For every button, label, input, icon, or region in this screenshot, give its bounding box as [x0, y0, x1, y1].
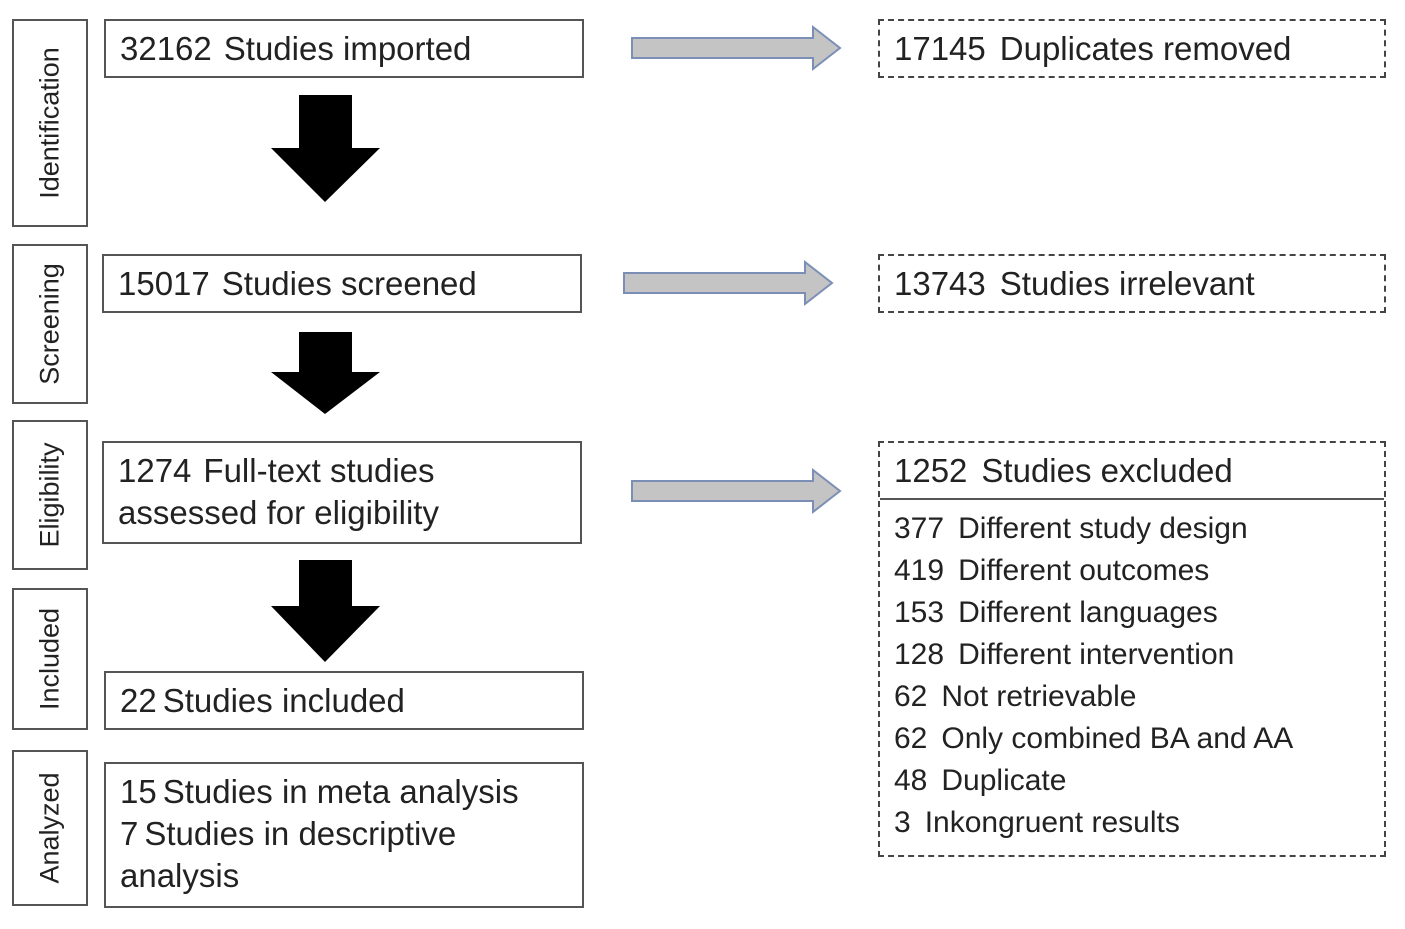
- count: 17145: [894, 30, 986, 67]
- box-studies-screened: 15017 Studies screened: [102, 254, 582, 313]
- label: Not retrievable: [941, 680, 1137, 713]
- count: 1252: [894, 452, 968, 489]
- label: Different intervention: [958, 638, 1235, 671]
- label: Studies in meta analysis: [162, 773, 519, 810]
- excluded-header: 1252 Studies excluded: [880, 443, 1384, 500]
- exclusion-reason: 62 Only combined BA and AA: [894, 718, 1384, 760]
- label-line2: assessed for eligibility: [118, 494, 439, 531]
- box-fulltext-assessed: 1274 Full-text studies assessed for eligi…: [102, 441, 582, 544]
- exclusion-reason: 3 Inkongruent results: [894, 802, 1384, 844]
- label: Studies excluded: [981, 452, 1233, 489]
- exclusion-reason: 62 Not retrievable: [894, 676, 1384, 718]
- stage-eligibility: Eligibility: [12, 420, 88, 570]
- count: 48: [894, 764, 928, 797]
- count: 1274: [118, 452, 192, 489]
- exclusion-reason: 419 Different outcomes: [894, 550, 1384, 592]
- label: Studies irrelevant: [999, 265, 1255, 302]
- label: Studies imported: [223, 30, 472, 67]
- down-arrow-icon: [271, 332, 380, 414]
- label: Different languages: [958, 596, 1218, 629]
- exclusion-reason: 153 Different languages: [894, 592, 1384, 634]
- stage-screening: Screening: [12, 244, 88, 404]
- exclusion-reasons-list: 377 Different study design 419 Different o…: [880, 500, 1384, 844]
- box-studies-excluded: 1252 Studies excluded 377 Different study …: [878, 441, 1386, 857]
- label: Duplicate: [941, 764, 1067, 797]
- down-arrow-icon: [271, 95, 380, 202]
- box-duplicates-removed: 17145 Duplicates removed: [878, 19, 1386, 78]
- label: Duplicates removed: [999, 30, 1292, 67]
- stage-analyzed: Analyzed: [12, 750, 88, 906]
- box-studies-irrelevant: 13743 Studies irrelevant: [878, 254, 1386, 313]
- count: 15: [120, 773, 157, 810]
- stage-included: Included: [12, 588, 88, 730]
- exclusion-reason: 48 Duplicate: [894, 760, 1384, 802]
- count: 13743: [894, 265, 986, 302]
- label: Different outcomes: [958, 554, 1210, 587]
- label: Full-text studies: [203, 452, 435, 489]
- count: 32162: [120, 30, 212, 67]
- label: Studies screened: [221, 265, 477, 302]
- label: Only combined BA and AA: [941, 722, 1294, 755]
- label: Different study design: [958, 512, 1248, 545]
- exclusion-reason: 128 Different intervention: [894, 634, 1384, 676]
- count: 419: [894, 554, 945, 587]
- exclusion-reason: 377 Different study design: [894, 508, 1384, 550]
- box-studies-imported: 32162 Studies imported: [104, 19, 584, 78]
- right-arrow-icon: [631, 467, 842, 515]
- label: Studies included: [162, 682, 405, 719]
- down-arrow-icon: [271, 560, 380, 662]
- count: 377: [894, 512, 945, 545]
- count: 62: [894, 722, 928, 755]
- label-line3: analysis: [120, 857, 240, 894]
- right-arrow-icon: [623, 259, 834, 307]
- label: Studies in descriptive: [144, 815, 457, 852]
- label: Inkongruent results: [924, 806, 1180, 839]
- count: 15017: [118, 265, 210, 302]
- stage-identification: Identification: [12, 19, 88, 227]
- count: 128: [894, 638, 945, 671]
- count: 153: [894, 596, 945, 629]
- count: 3: [894, 806, 911, 839]
- count: 7: [120, 815, 139, 852]
- right-arrow-icon: [631, 24, 842, 72]
- count: 62: [894, 680, 928, 713]
- count: 22: [120, 682, 157, 719]
